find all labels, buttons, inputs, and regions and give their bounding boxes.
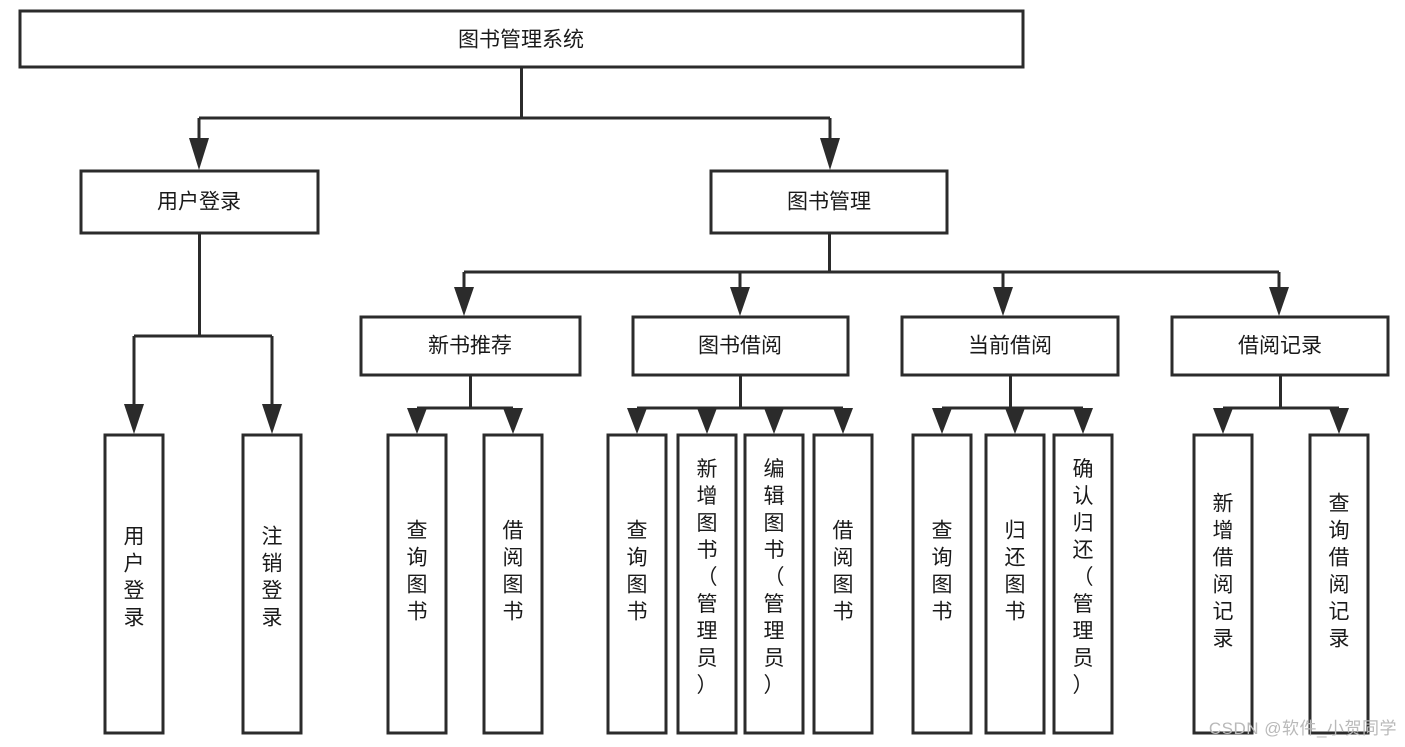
node-user-login[interactable]: 用户登录 [79, 169, 320, 235]
node-leaf-confirm-return[interactable]: 确认归还（管理员） [1052, 433, 1114, 735]
node-root[interactable]: 图书管理系统 [18, 9, 1025, 69]
node-leaf-add-record-label: 新增借阅记录 [1213, 493, 1234, 651]
node-book-borrow-box[interactable] [631, 315, 850, 377]
arrow-head-current-borrow [993, 287, 1013, 316]
node-root-box[interactable] [18, 9, 1025, 69]
node-leaf-confirm-return-box[interactable] [1052, 433, 1114, 735]
node-leaf-logout-label: 注销登录 [262, 526, 283, 630]
node-leaf-add-book[interactable]: 新增图书（管理员） [676, 433, 738, 735]
arrow-head-leaf-user-login [124, 404, 144, 434]
node-leaf-query-book-1-label: 查询图书 [407, 520, 428, 624]
node-leaf-confirm-return-label: 确认归还（管理员） [1073, 458, 1094, 697]
node-leaf-user-login-label: 用户登录 [124, 526, 145, 630]
node-leaf-query-book-3[interactable]: 查询图书 [911, 433, 973, 735]
node-borrow-record[interactable]: 借阅记录 [1170, 315, 1390, 377]
node-leaf-return-book-box[interactable] [984, 433, 1046, 735]
node-leaf-logout-box[interactable] [241, 433, 303, 735]
node-leaf-add-record-box[interactable] [1192, 433, 1254, 735]
node-leaf-query-book-3-label: 查询图书 [932, 520, 953, 624]
arrow-head-new-book-rec [454, 287, 474, 316]
arrow-head-leaf-return-book [1005, 408, 1025, 434]
node-leaf-borrow-book-1-label: 借阅图书 [503, 520, 524, 624]
node-book-manage-box[interactable] [709, 169, 949, 235]
node-borrow-record-box[interactable] [1170, 315, 1390, 377]
node-leaf-user-login-box[interactable] [103, 433, 165, 735]
arrow-head-leaf-query-book-3 [932, 408, 952, 434]
node-leaf-query-record-box[interactable] [1308, 433, 1370, 735]
node-leaf-return-book-label: 归还图书 [1005, 520, 1026, 624]
arrow-head-leaf-add-book [697, 408, 717, 434]
arrow-head-leaf-edit-book [764, 408, 784, 434]
node-leaf-add-book-label: 新增图书（管理员） [697, 458, 718, 697]
node-leaf-borrow-book-2-box[interactable] [812, 433, 874, 735]
node-book-manage[interactable]: 图书管理 [709, 169, 949, 235]
node-leaf-borrow-book-1[interactable]: 借阅图书 [482, 433, 544, 735]
node-root-label: 图书管理系统 [458, 29, 584, 52]
arrow-head-leaf-query-record [1329, 408, 1349, 434]
node-leaf-borrow-book-1-box[interactable] [482, 433, 544, 735]
arrow-head-leaf-query-book-2 [627, 408, 647, 434]
node-leaf-query-book-2[interactable]: 查询图书 [606, 433, 668, 735]
node-leaf-borrow-book-2[interactable]: 借阅图书 [812, 433, 874, 735]
node-book-borrow[interactable]: 图书借阅 [631, 315, 850, 377]
node-leaf-borrow-book-2-label: 借阅图书 [833, 520, 854, 624]
node-leaf-add-record[interactable]: 新增借阅记录 [1192, 433, 1254, 735]
node-new-book-rec-label: 新书推荐 [428, 335, 512, 358]
arrow-head-borrow-record [1269, 287, 1289, 316]
arrow-head-leaf-query-book-1 [407, 408, 427, 434]
node-book-manage-label: 图书管理 [787, 191, 871, 214]
connector-layer [124, 67, 1349, 434]
arrow-head-leaf-add-record [1213, 408, 1233, 434]
node-user-login-box[interactable] [79, 169, 320, 235]
node-leaf-query-book-3-box[interactable] [911, 433, 973, 735]
node-new-book-rec[interactable]: 新书推荐 [359, 315, 582, 377]
node-current-borrow-label: 当前借阅 [968, 335, 1052, 358]
node-leaf-query-book-2-label: 查询图书 [627, 520, 648, 624]
csdn-watermark: CSDN @软件_小贺同学 [1208, 719, 1397, 738]
node-leaf-query-record[interactable]: 查询借阅记录 [1308, 433, 1370, 735]
node-borrow-record-label: 借阅记录 [1238, 335, 1322, 358]
node-leaf-edit-book[interactable]: 编辑图书（管理员） [743, 433, 805, 735]
node-leaf-query-book-1[interactable]: 查询图书 [386, 433, 448, 735]
node-leaf-query-record-label: 查询借阅记录 [1329, 493, 1350, 651]
node-leaf-edit-book-label: 编辑图书（管理员） [764, 458, 785, 697]
arrow-head-book-borrow [730, 287, 750, 316]
arrow-head-user-login [189, 138, 209, 170]
arrow-head-leaf-logout [262, 404, 282, 434]
node-leaf-user-login[interactable]: 用户登录 [103, 433, 165, 735]
node-current-borrow-box[interactable] [900, 315, 1120, 377]
node-book-borrow-label: 图书借阅 [698, 335, 782, 358]
arrow-head-leaf-borrow-book-1 [503, 408, 523, 434]
node-leaf-query-book-1-box[interactable] [386, 433, 448, 735]
node-user-login-label: 用户登录 [157, 191, 241, 214]
arrow-head-leaf-borrow-book-2 [833, 408, 853, 434]
node-new-book-rec-box[interactable] [359, 315, 582, 377]
arrow-head-book-manage [820, 138, 840, 170]
node-leaf-edit-book-box[interactable] [743, 433, 805, 735]
node-leaf-return-book[interactable]: 归还图书 [984, 433, 1046, 735]
node-leaf-query-book-2-box[interactable] [606, 433, 668, 735]
arrow-head-leaf-confirm-return [1073, 408, 1093, 434]
node-leaf-add-book-box[interactable] [676, 433, 738, 735]
node-leaf-logout[interactable]: 注销登录 [241, 433, 303, 735]
node-current-borrow[interactable]: 当前借阅 [900, 315, 1120, 377]
